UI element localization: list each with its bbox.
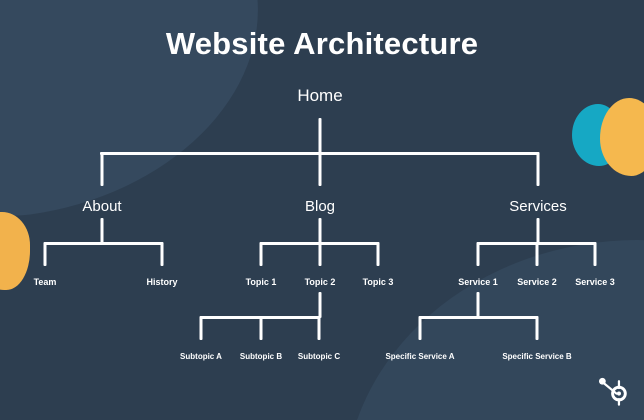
connector-about-stem xyxy=(100,218,104,244)
hubspot-sprocket-logo xyxy=(598,377,627,406)
node-history[interactable]: History xyxy=(146,277,178,287)
node-subtopic-b[interactable]: Subtopic B xyxy=(239,352,283,361)
node-service-1[interactable]: Service 1 xyxy=(458,277,498,287)
connector-services-drop xyxy=(536,152,540,186)
node-topic-3[interactable]: Topic 3 xyxy=(362,277,394,287)
connector-topic2-drop xyxy=(318,242,322,266)
connector-topic1-drop xyxy=(259,242,263,266)
connector-specific-a-drop xyxy=(418,316,422,340)
connector-about-bar xyxy=(44,242,163,245)
connector-specific-b-drop xyxy=(535,316,539,340)
connector-blog-stem xyxy=(318,218,322,244)
decorative-blob-orange-left xyxy=(0,212,30,290)
connector-topic3-drop xyxy=(376,242,380,266)
connector-subtopic-c-drop xyxy=(317,316,321,340)
page-title: Website Architecture xyxy=(165,26,479,61)
connector-services-stem xyxy=(536,218,540,244)
connector-home-stem xyxy=(318,118,322,154)
node-services[interactable]: Services xyxy=(509,198,567,215)
node-home[interactable]: Home xyxy=(297,86,343,105)
connector-service3-drop xyxy=(593,242,597,266)
node-team[interactable]: Team xyxy=(33,277,57,287)
connector-topic2-stem xyxy=(318,292,322,318)
node-topic-2[interactable]: Topic 2 xyxy=(304,277,336,287)
node-subtopic-c[interactable]: Subtopic C xyxy=(297,352,341,361)
connector-service2-drop xyxy=(535,242,539,266)
decorative-blob-orange-right xyxy=(600,98,644,176)
connector-history-drop xyxy=(160,242,164,266)
connector-specific-bar xyxy=(419,316,538,319)
connector-service1-drop xyxy=(476,242,480,266)
connector-team-drop xyxy=(43,242,47,266)
node-specific-service-a[interactable]: Specific Service A xyxy=(385,352,455,361)
node-service-3[interactable]: Service 3 xyxy=(575,277,615,287)
node-about[interactable]: About xyxy=(82,198,122,215)
node-subtopic-a[interactable]: Subtopic A xyxy=(180,352,222,361)
node-service-2[interactable]: Service 2 xyxy=(517,277,557,287)
connector-about-drop xyxy=(100,152,104,186)
connector-service1-stem xyxy=(476,292,480,318)
decorative-blob-teal-right xyxy=(572,104,622,166)
connector-subtopic-a-drop xyxy=(199,316,203,340)
node-specific-service-b[interactable]: Specific Service B xyxy=(502,352,572,361)
node-blog[interactable]: Blog xyxy=(304,198,336,215)
connector-subtopic-b-drop xyxy=(259,316,263,340)
node-topic-1[interactable]: Topic 1 xyxy=(245,277,277,287)
connector-blog-drop xyxy=(318,152,322,186)
